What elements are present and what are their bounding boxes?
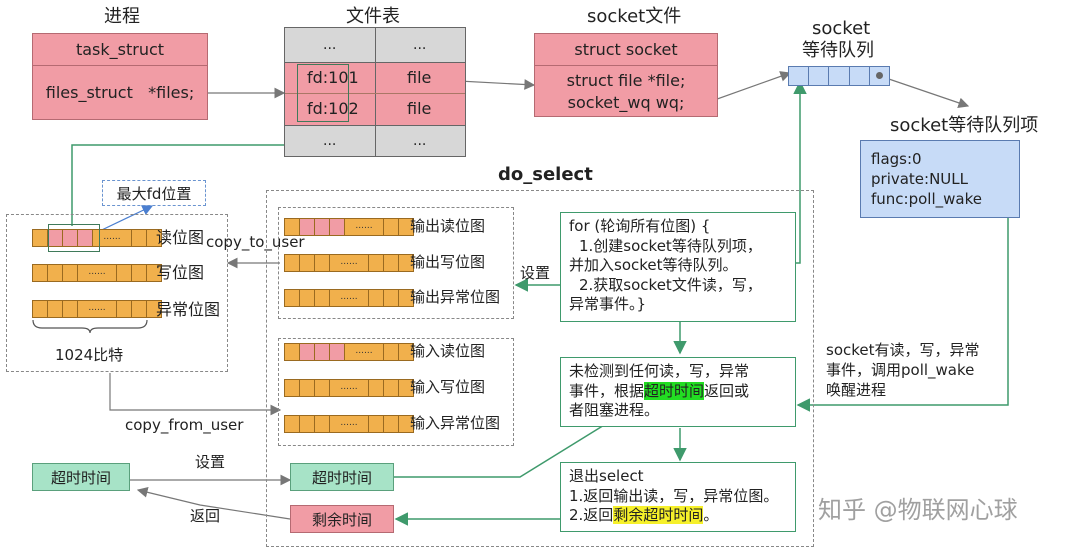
size-brace <box>32 319 148 334</box>
file-cell-102: file <box>407 99 432 118</box>
wake-line: socket有读，写，异常 <box>826 341 980 359</box>
struct-socket-body: struct file *file; socket_wq wq; <box>534 65 718 117</box>
output-write-label: 输出写位图 <box>410 253 486 271</box>
max-fd-label: 最大fd位置 <box>102 180 206 206</box>
exit-box: 退出select 1.返回输出读，写，异常位图。 2.返回剩余超时时间。 <box>560 462 796 532</box>
user-except-bitmap: ...... <box>32 300 162 318</box>
user-write-bitmap: ...... <box>32 264 162 282</box>
set-label: 设置 <box>520 264 551 282</box>
input-bitmaps-group <box>278 338 514 446</box>
input-read-label: 输入读位图 <box>410 342 486 360</box>
user-bitmaps-group <box>6 214 228 372</box>
do-select-title: do_select <box>498 164 593 185</box>
file-table-cell: ... <box>323 133 337 149</box>
socket-wait-queue <box>788 66 890 86</box>
loop-line: 并加入socket等待队列。 <box>569 256 738 274</box>
task-struct-header: task_struct <box>32 33 208 66</box>
file-cell-101: file <box>407 68 432 87</box>
set-timeout-label: 设置 <box>195 453 226 471</box>
socket-wq-field: socket_wq wq; <box>567 93 685 112</box>
wait-item-title: socket等待队列项 <box>890 115 1039 136</box>
exit-line: 退出select <box>569 467 644 485</box>
timeout-highlight: 超时时间 <box>644 381 705 400</box>
output-except-bitmap: ...... <box>284 289 414 307</box>
input-except-label: 输入异常位图 <box>410 414 501 432</box>
output-read-label: 输出读位图 <box>410 217 486 235</box>
user-except-bitmap-label: 异常位图 <box>156 300 221 319</box>
file-table-title: 文件表 <box>346 6 400 27</box>
func-field: func:poll_wake <box>871 190 982 208</box>
wait-line: 事件，根据超时时间返回或 <box>569 381 750 400</box>
fd-101-cell: fd:101 <box>307 68 359 87</box>
file-table-cell: ... <box>413 133 427 149</box>
user-timeout-box: 超时时间 <box>32 463 130 491</box>
input-read-bitmap: ...... <box>284 343 414 361</box>
remaining-time-box: 剩余时间 <box>290 505 394 533</box>
socket-file-title: socket文件 <box>587 6 682 27</box>
wait-line: 者阻塞进程。 <box>569 401 660 419</box>
output-write-bitmap: ...... <box>284 254 414 272</box>
watermark: 知乎 @物联网心球 <box>818 496 1018 524</box>
file-table-cell: ... <box>323 37 337 53</box>
socket-queue-title-2: 等待队列 <box>802 40 874 61</box>
output-except-label: 输出异常位图 <box>410 288 501 306</box>
file-table-cell: ... <box>413 37 427 53</box>
exit-line: 2.返回剩余超时时间。 <box>569 506 719 524</box>
copy-to-user-label: copy_to_user <box>206 233 305 251</box>
wait-box: 未检测到任何读，写，异常 事件，根据超时时间返回或 者阻塞进程。 <box>560 357 796 427</box>
copy-from-user-label: copy_from_user <box>125 416 244 434</box>
do-select-area <box>266 190 814 547</box>
return-label: 返回 <box>190 507 221 525</box>
poll-loop-box: for (轮询所有位图) { 1.创建socket等待队列项， 并加入socke… <box>560 212 796 322</box>
wake-note: socket有读，写，异常 事件，调用poll_wake 唤醒进程 <box>826 340 980 400</box>
flags-field: flags:0 <box>871 150 922 168</box>
output-bitmaps-group <box>278 207 514 319</box>
user-read-bitmap-label: 读位图 <box>156 228 205 247</box>
wait-line: 未检测到任何读，写，异常 <box>569 362 750 380</box>
kernel-timeout-box: 超时时间 <box>290 463 394 491</box>
struct-socket-header: struct socket <box>534 33 718 66</box>
input-write-label: 输入写位图 <box>410 378 486 396</box>
wait-queue-item: flags:0 private:NULL func:poll_wake <box>860 140 1020 218</box>
fd-highlight-box <box>48 224 100 252</box>
socket-file-field: struct file *file; <box>566 71 686 90</box>
process-title: 进程 <box>104 6 140 27</box>
loop-line: for (轮询所有位图) { <box>569 217 711 235</box>
wake-line: 唤醒进程 <box>826 381 887 399</box>
input-except-bitmap: ...... <box>284 415 414 433</box>
remaining-highlight: 剩余超时时间 <box>613 506 704 524</box>
wake-line: 事件，调用poll_wake <box>826 361 975 379</box>
file-table: ... ... fd:101 file fd:102 file ... ... <box>284 27 466 157</box>
private-field: private:NULL <box>871 170 969 188</box>
loop-line: 异常事件。} <box>569 295 647 313</box>
user-write-bitmap-label: 写位图 <box>156 263 205 282</box>
loop-line: 2.获取socket文件读，写， <box>579 275 762 294</box>
socket-queue-title-1: socket <box>812 18 871 39</box>
exit-line: 1.返回输出读，写，异常位图。 <box>569 486 779 505</box>
output-read-bitmap: ...... <box>284 218 414 236</box>
user-read-bitmap: ...... <box>32 229 162 247</box>
files-struct-field: files_struct *files; <box>32 65 208 120</box>
bitmap-size-label: 1024比特 <box>55 346 124 364</box>
input-write-bitmap: ...... <box>284 379 414 397</box>
fd-102-cell: fd:102 <box>307 99 359 118</box>
loop-line: 1.创建socket等待队列项， <box>579 236 762 255</box>
